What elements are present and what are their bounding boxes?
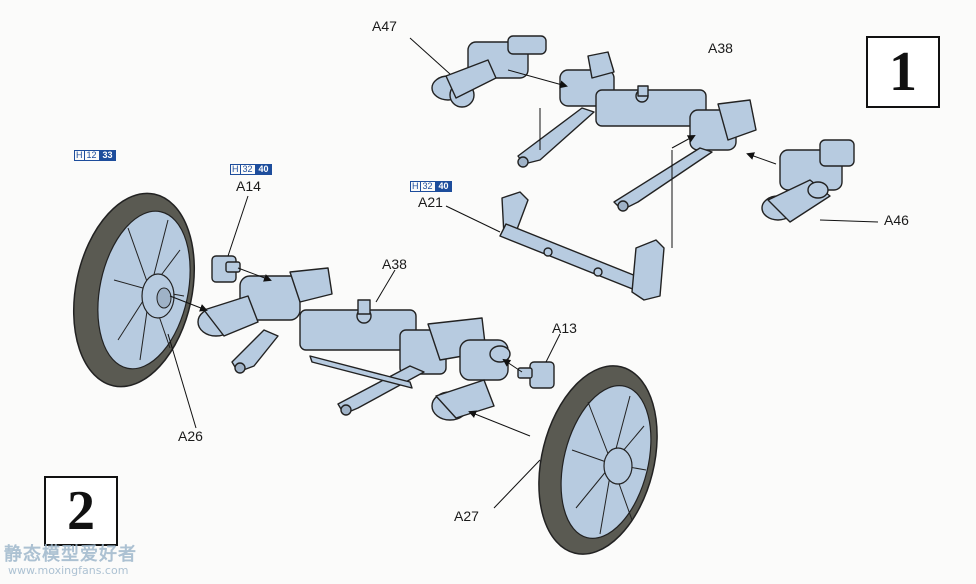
part-a47	[431, 35, 547, 108]
label-a14: A14	[236, 178, 261, 194]
step-2-number: 2	[44, 476, 118, 546]
label-a38-top: A38	[708, 40, 733, 56]
paint-prefix: H	[230, 164, 240, 175]
paint-code-1: 32	[419, 181, 436, 192]
paint-ref-a14: H 32 40	[230, 164, 272, 175]
label-a27: A27	[454, 508, 479, 524]
part-a21	[499, 191, 665, 301]
paint-code-2: 40	[255, 164, 272, 175]
label-a47: A47	[372, 18, 397, 34]
paint-prefix: H	[74, 150, 84, 161]
part-a38-top	[517, 51, 757, 212]
watermark-url: www.moxingfans.com	[8, 564, 129, 577]
part-a46	[761, 139, 855, 223]
part-a14	[211, 255, 241, 283]
paint-code-2: 33	[99, 150, 116, 161]
paint-ref-a21: H 32 40	[410, 181, 452, 192]
paint-code-2: 40	[435, 181, 452, 192]
wheel-a27	[538, 365, 658, 555]
watermark-title: 静态模型爱好者	[4, 544, 137, 565]
paint-prefix: H	[410, 181, 420, 192]
step-1-number: 1	[866, 36, 940, 108]
step2-guides	[167, 195, 561, 509]
wheel-a26	[72, 192, 196, 388]
paint-code-1: 12	[83, 150, 100, 161]
step1-assembly	[431, 35, 855, 301]
step1-guides	[409, 37, 879, 248]
right-hub	[431, 339, 511, 421]
label-a13: A13	[552, 320, 577, 336]
paint-ref-a26: H 12 33	[74, 150, 116, 161]
part-a13	[517, 361, 555, 389]
label-a38-mid: A38	[382, 256, 407, 272]
step2-assembly	[197, 255, 555, 421]
paint-code-1: 32	[239, 164, 256, 175]
label-a21: A21	[418, 194, 443, 210]
label-a26: A26	[178, 428, 203, 444]
part-a38-mid	[231, 299, 487, 416]
label-a46: A46	[884, 212, 909, 228]
